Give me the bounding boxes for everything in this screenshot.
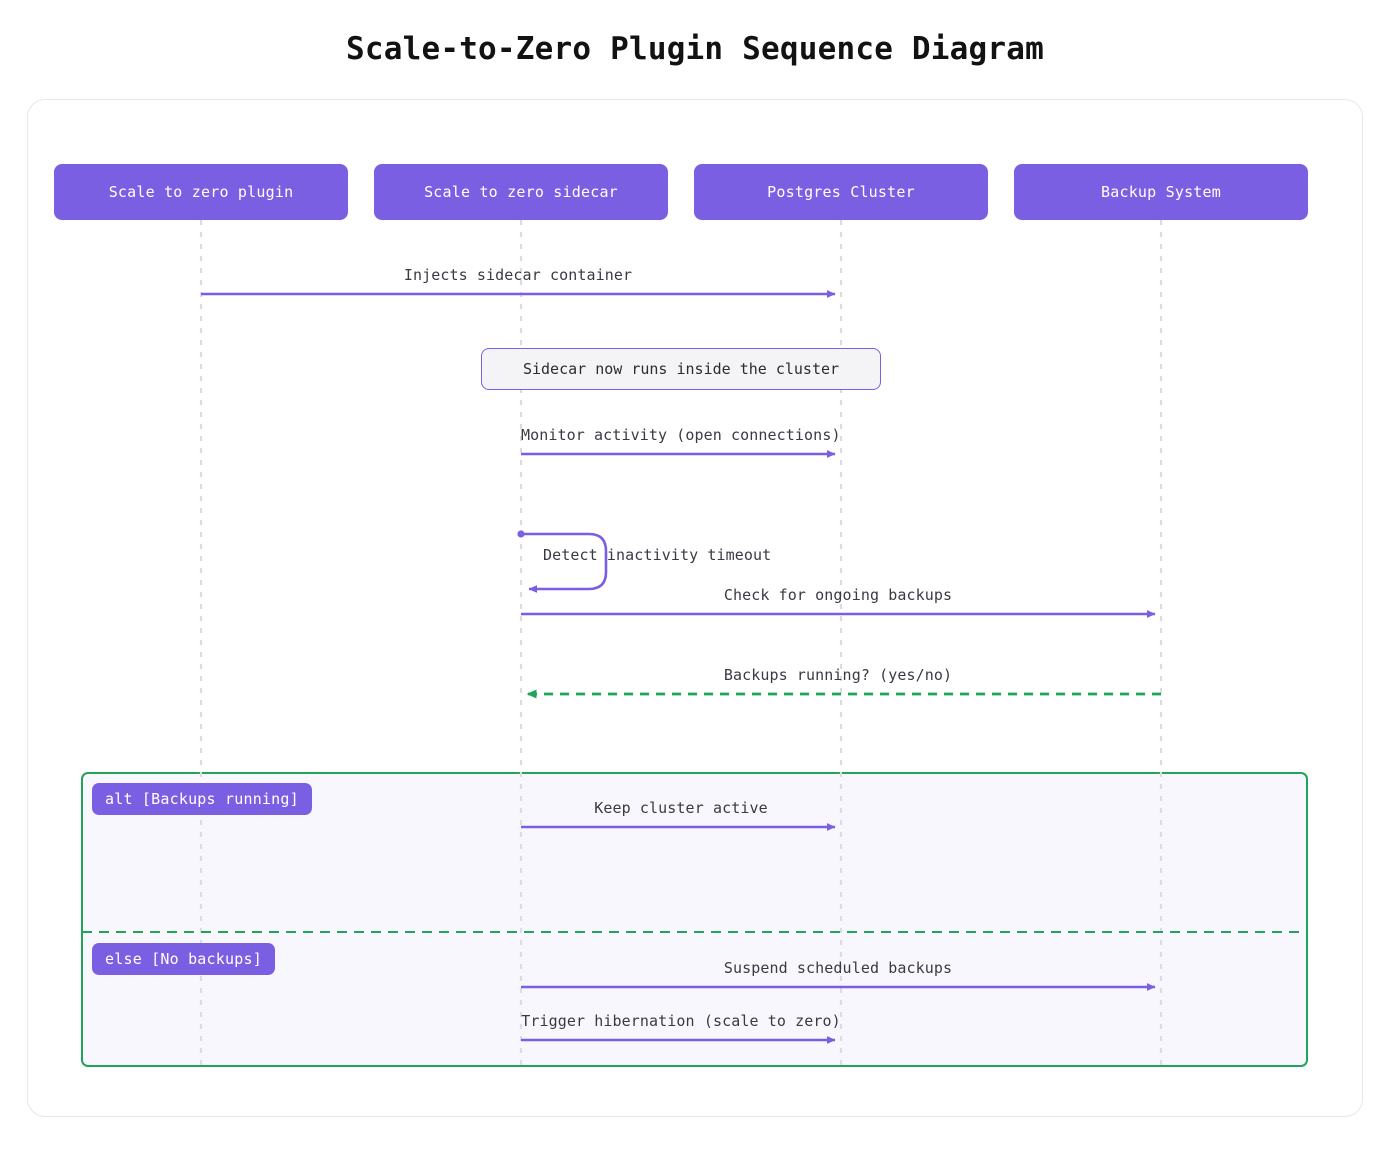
participant-backup-system[interactable]: Backup System <box>1014 164 1308 220</box>
participant-label: Backup System <box>1101 183 1221 201</box>
alt-fragment <box>81 772 1308 1067</box>
page-title: Scale-to-Zero Plugin Sequence Diagram <box>346 31 1044 67</box>
message-label-keep-cluster-active: Keep cluster active <box>594 799 768 817</box>
note-sidecar-runs-inside-cluster: Sidecar now runs inside the cluster <box>481 348 881 390</box>
participant-scale-to-zero-plugin[interactable]: Scale to zero plugin <box>54 164 348 220</box>
message-label-injects-sidecar-container: Injects sidecar container <box>403 266 633 284</box>
participant-label: Scale to zero sidecar <box>424 183 618 201</box>
alt-branch-badge[interactable]: alt [Backups running] <box>92 783 312 815</box>
participant-label: Scale to zero plugin <box>108 183 294 201</box>
participant-scale-to-zero-sidecar[interactable]: Scale to zero sidecar <box>374 164 668 220</box>
participant-label: Postgres Cluster <box>767 183 915 201</box>
message-label-backups-running: Backups running? (yes/no) <box>723 666 953 684</box>
note-text: Sidecar now runs inside the cluster <box>522 360 840 378</box>
else-branch-badge[interactable]: else [No backups] <box>92 943 275 975</box>
message-label-monitor-activity: Monitor activity (open connections) <box>521 426 841 444</box>
message-label-check-for-ongoing-backups: Check for ongoing backups <box>723 586 953 604</box>
participant-postgres-cluster[interactable]: Postgres Cluster <box>694 164 988 220</box>
message-label-trigger-hibernation: Trigger hibernation (scale to zero) <box>521 1012 841 1030</box>
message-label-detect-inactivity-timeout: Detect inactivity timeout <box>543 546 772 564</box>
message-label-suspend-scheduled-backups: Suspend scheduled backups <box>723 959 953 977</box>
